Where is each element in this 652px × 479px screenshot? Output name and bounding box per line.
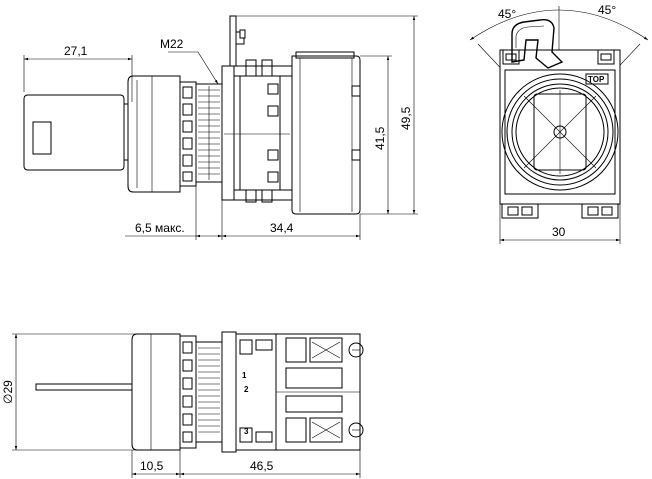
dim-height-total-label: 49,5: [399, 106, 413, 130]
dim-diameter: ∅29: [1, 333, 140, 451]
bottom-contact-block: 1 2 3: [242, 333, 364, 451]
mounting-adapter: [221, 15, 293, 203]
bottom-knurled-ring: [179, 335, 197, 449]
front-bottom-clips: [501, 203, 619, 219]
dim-total-label: 46,5: [250, 459, 274, 473]
front-button-face: [501, 73, 619, 191]
key-shaft: [35, 383, 133, 391]
contact-block: [291, 51, 361, 215]
key-hook: [511, 18, 564, 69]
bezel: [127, 75, 181, 193]
dim-front-width: 30: [499, 204, 621, 244]
top-marking: TOP: [585, 73, 609, 85]
dim-diameter-label: ∅29: [1, 380, 15, 404]
front-top-clips: [502, 49, 615, 65]
dim-bezel-label: 10,5: [140, 459, 164, 473]
bottom-adapter: [221, 331, 277, 453]
bottom-view: 1 2 3 ∅29 10,5 46,5: [1, 331, 364, 478]
dim-front-width-label: 30: [552, 225, 566, 239]
front-inner-frame: [504, 69, 616, 195]
thread-callout: M22: [160, 37, 219, 85]
dim-key-length: 27,1: [23, 44, 133, 102]
terminal-label-2: 2: [244, 385, 249, 394]
key-shape: [23, 94, 133, 171]
dim-height-side: 41,5 49,5: [236, 15, 418, 215]
dim-bottom-side: 6,5 макс. 34,4: [125, 186, 361, 240]
knurled-ring: [179, 81, 197, 187]
dim-key-length-label: 27,1: [64, 44, 88, 58]
angle-left-label: 45°: [498, 7, 516, 21]
angle-right-label: 45°: [598, 3, 616, 17]
terminal-label-1: 1: [242, 371, 247, 380]
side-view: 27,1 M22 6,5 макс. 34,4 41,5 49,5: [23, 15, 418, 240]
top-marking-text: TOP: [588, 75, 605, 84]
bottom-bezel: [131, 333, 181, 451]
thread-section: [195, 83, 223, 183]
bottom-thread-section: [195, 341, 223, 443]
dim-height-inner-label: 41,5: [373, 126, 387, 150]
front-view: 45° 45° TOP: [469, 3, 649, 244]
dim-bottom-lengths: 10,5 46,5: [131, 450, 361, 478]
thread-label: M22: [160, 37, 184, 51]
terminal-label-3: 3: [244, 427, 249, 436]
dim-body-length-label: 34,4: [270, 221, 294, 235]
dim-panel-max-label: 6,5 макс.: [135, 221, 185, 235]
